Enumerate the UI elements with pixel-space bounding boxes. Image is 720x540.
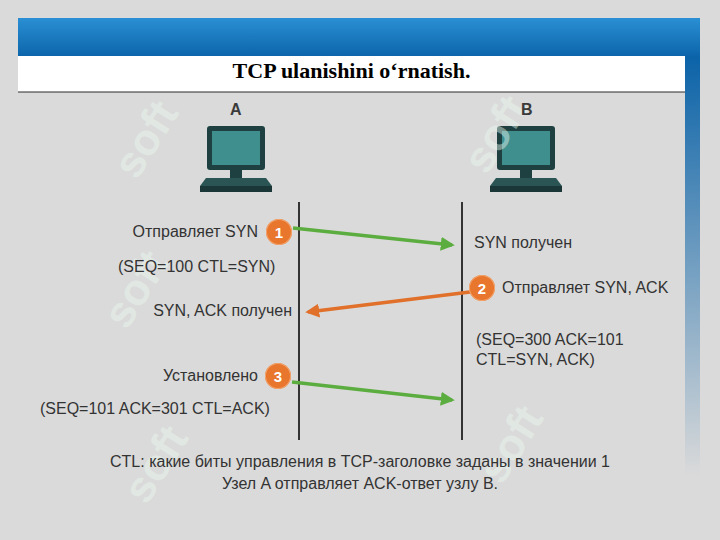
side-band xyxy=(685,56,700,476)
note: Узел A отправляет ACK-ответ узлу B. xyxy=(0,474,720,494)
host-name: B xyxy=(521,100,533,120)
title-rule xyxy=(18,92,685,93)
title-strip xyxy=(18,56,685,92)
timeline xyxy=(461,202,463,440)
segment-fields: (SEQ=100 CTL=SYN) xyxy=(118,257,275,277)
host-name: A xyxy=(230,100,242,120)
callout-number: 2 xyxy=(478,281,486,296)
timeline xyxy=(298,202,300,440)
note: CTL: какие биты управления в TCP-заголов… xyxy=(0,452,720,472)
step-status: SYN получен xyxy=(474,233,572,253)
step-status: SYN, ACK получен xyxy=(153,301,292,321)
callout-number: 3 xyxy=(274,369,282,384)
step-status: Установлено xyxy=(163,366,258,386)
segment-arrow xyxy=(292,382,452,400)
step-action: Отправляет SYN xyxy=(133,222,258,242)
segment-fields: (SEQ=300 ACK=101 CTL=SYN, ACK) xyxy=(476,330,648,370)
segment-fields: (SEQ=101 ACK=301 CTL=ACK) xyxy=(40,399,270,419)
header-band xyxy=(18,18,700,58)
step-number-circle: 3 xyxy=(265,363,291,389)
segment-arrow xyxy=(293,228,452,245)
step-number-circle: 1 xyxy=(266,219,292,245)
segment-arrow xyxy=(308,292,470,312)
callout-number: 1 xyxy=(275,225,283,240)
computer-icon xyxy=(200,126,272,192)
slide-title: TCP ulanishini o‘rnatish. xyxy=(18,57,685,85)
step-number-circle: 2 xyxy=(469,275,495,301)
step-action: Отправляет SYN, ACK xyxy=(502,278,668,298)
